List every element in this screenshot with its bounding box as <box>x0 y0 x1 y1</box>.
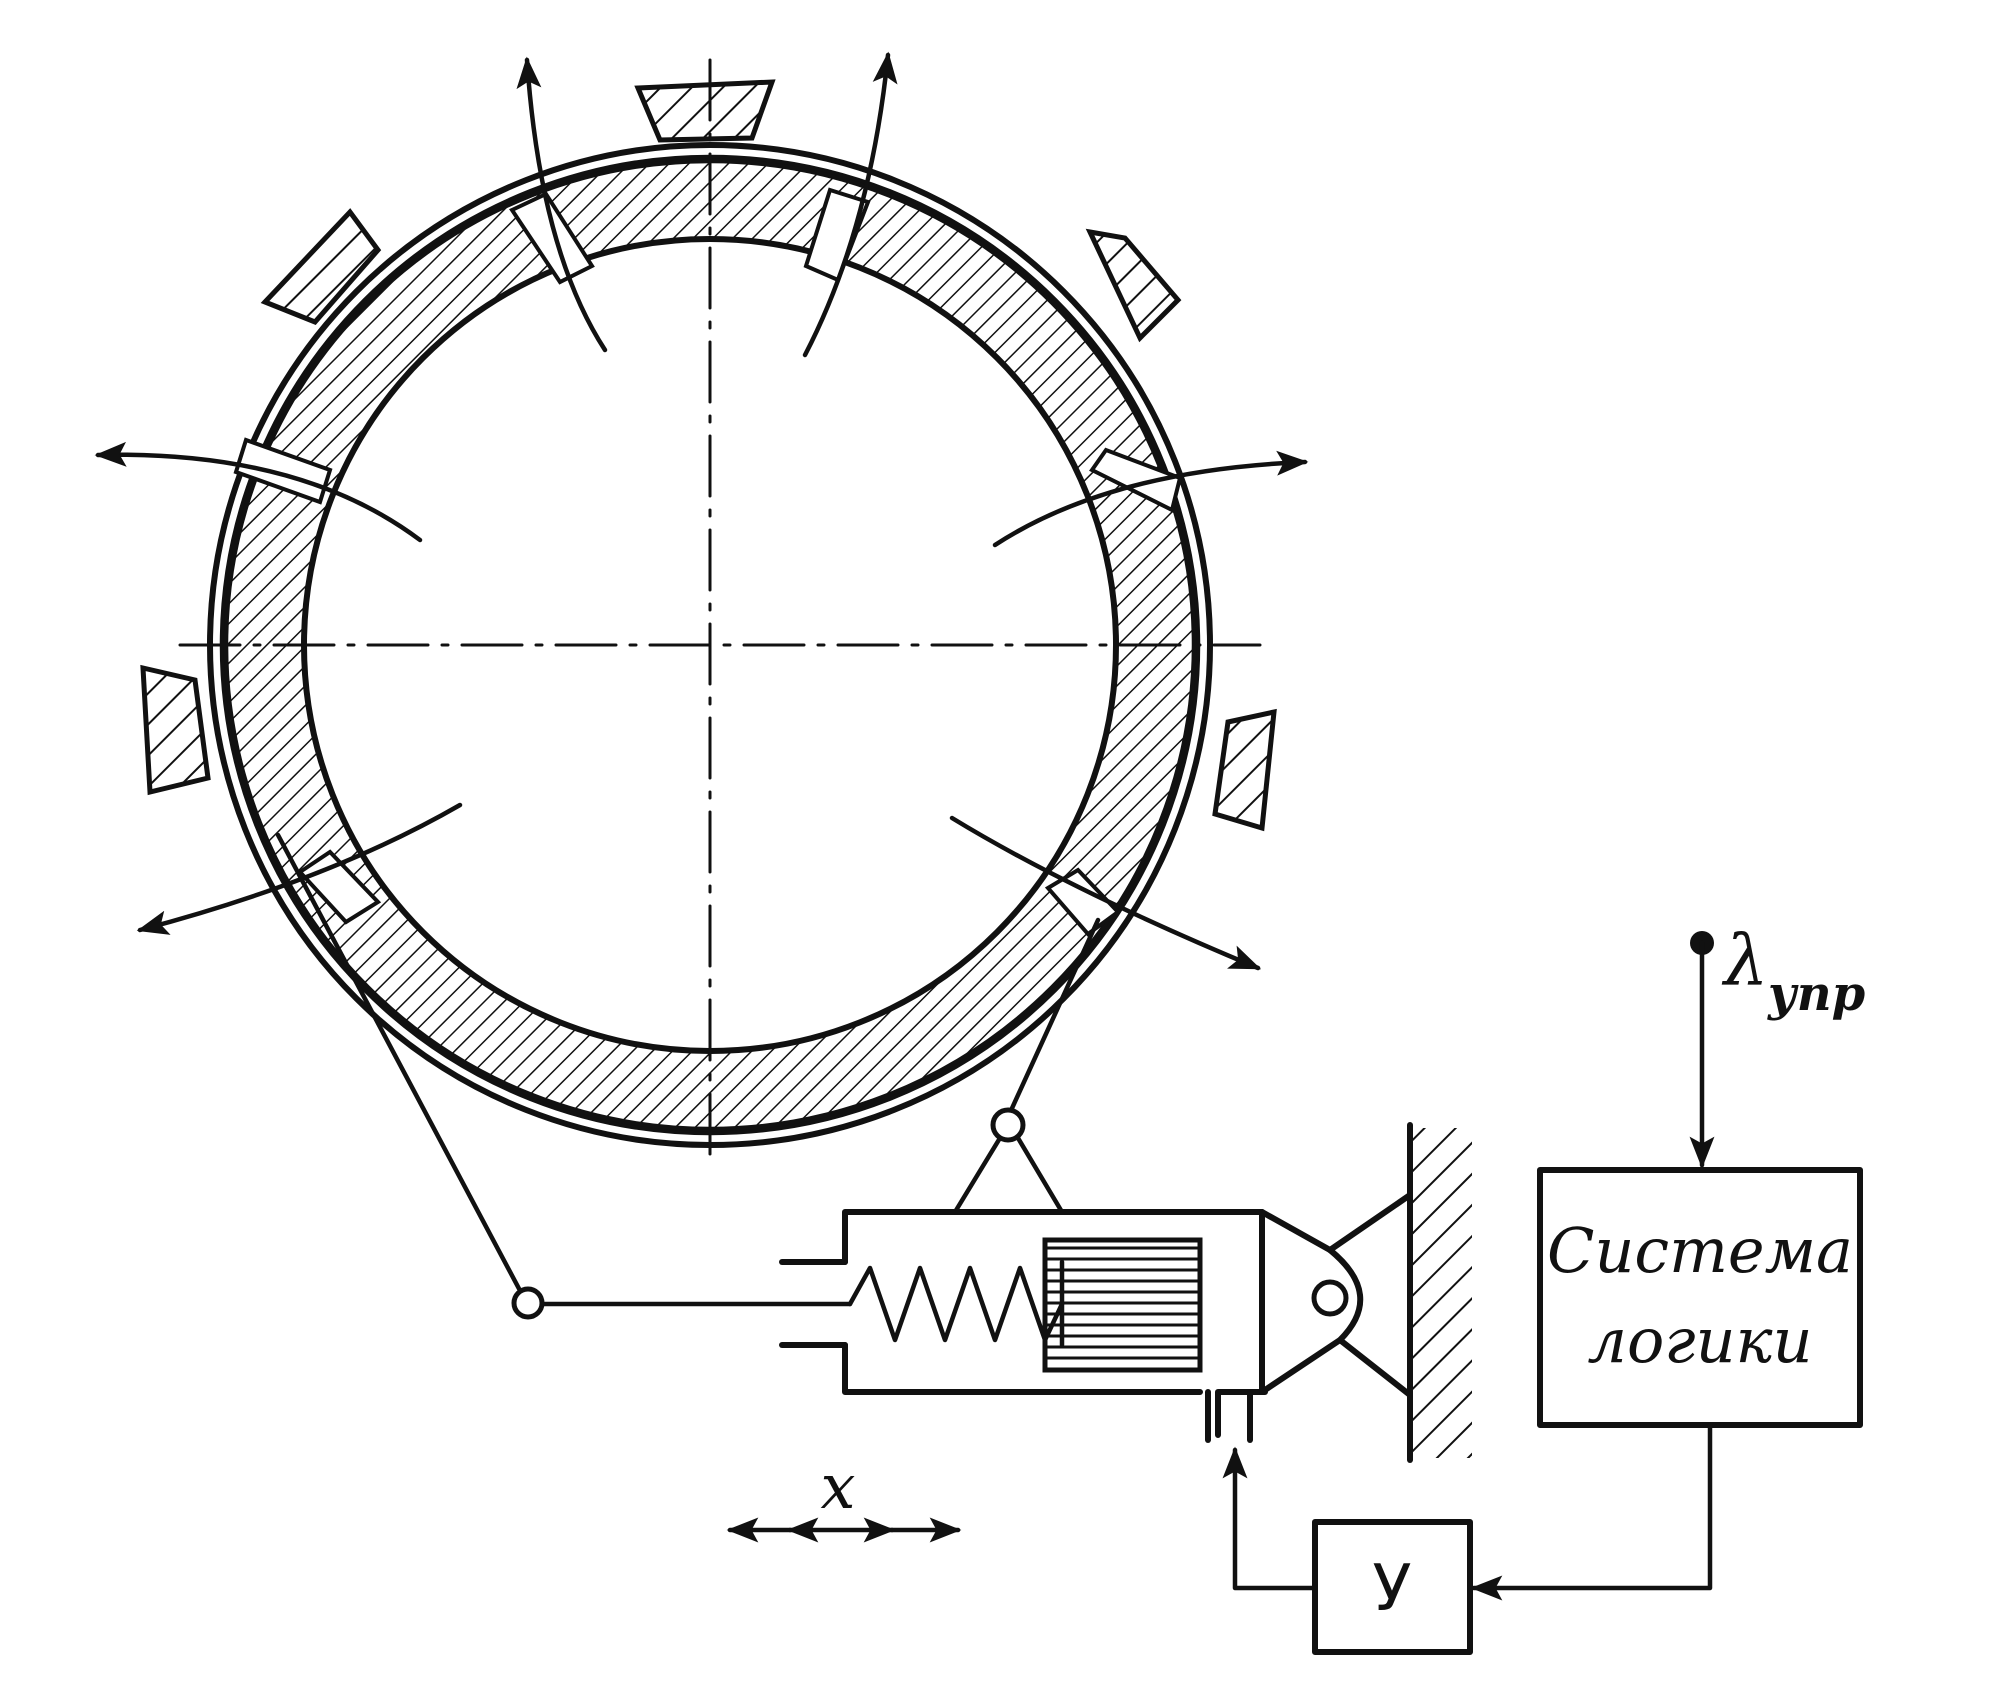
amplifier-block: У <box>1312 1519 1473 1655</box>
amplifier-label: У <box>1373 1552 1412 1626</box>
control-symbol: λ <box>1721 920 1768 1002</box>
displacement-label: x <box>821 1450 856 1523</box>
flow-arrow-lower-left <box>136 802 463 935</box>
support-bracket <box>1327 1192 1413 1398</box>
flow-arrow-right <box>992 450 1309 548</box>
ring-ports <box>233 187 1183 937</box>
flow-arrow-top-left <box>516 56 608 353</box>
pivot-bracket <box>952 1135 1065 1215</box>
logic-system-box <box>1537 1167 1863 1428</box>
nozzle-block-upper-left <box>260 208 382 325</box>
port-left <box>233 437 333 505</box>
nozzle-block-top <box>634 79 776 143</box>
logic-system-line1: Система <box>1547 1214 1853 1287</box>
end-cap-pin <box>1311 1279 1349 1317</box>
link-left-band <box>275 832 528 1303</box>
outer-nozzle-blocks <box>140 79 1277 832</box>
actuator-cylinder <box>779 1209 1364 1443</box>
port-lower-right <box>1044 867 1122 937</box>
end-cap-lug <box>1259 1209 1364 1395</box>
flow-arrow-lower-right <box>949 815 1262 971</box>
port-right <box>1089 447 1183 513</box>
pivot-left <box>511 1286 545 1320</box>
logic-system-line2: логики <box>1587 1304 1812 1377</box>
amplifier-box <box>1312 1519 1473 1655</box>
band-linkage <box>275 832 1101 1320</box>
control-input: λ упр <box>1689 920 1865 1169</box>
piston <box>1042 1237 1203 1373</box>
fixed-support <box>1327 1122 1472 1463</box>
signal-path <box>1222 1422 1713 1601</box>
flow-arrow-top-right <box>802 51 898 358</box>
nozzle-block-right <box>1212 708 1277 832</box>
link-right-band <box>1005 917 1101 1120</box>
pivot-top <box>990 1107 1026 1143</box>
ring-assembly <box>178 58 1262 1167</box>
port-top-left <box>509 191 595 285</box>
logic-system-block: Система логики <box>1537 1167 1863 1428</box>
nozzle-block-upper-right <box>1085 228 1182 343</box>
logic-to-amplifier-line <box>1470 1422 1713 1601</box>
support-wall-hatch <box>1412 1128 1472 1458</box>
control-subscript: упр <box>1767 966 1865 1022</box>
port-lower-left <box>296 849 382 925</box>
spring <box>847 1265 1065 1343</box>
flow-arrows <box>94 51 1309 971</box>
displacement-indicator: x <box>726 1450 962 1543</box>
flow-arrow-left <box>94 441 423 543</box>
amplifier-to-cylinder-line <box>1222 1446 1318 1591</box>
nozzle-block-left <box>140 664 211 796</box>
